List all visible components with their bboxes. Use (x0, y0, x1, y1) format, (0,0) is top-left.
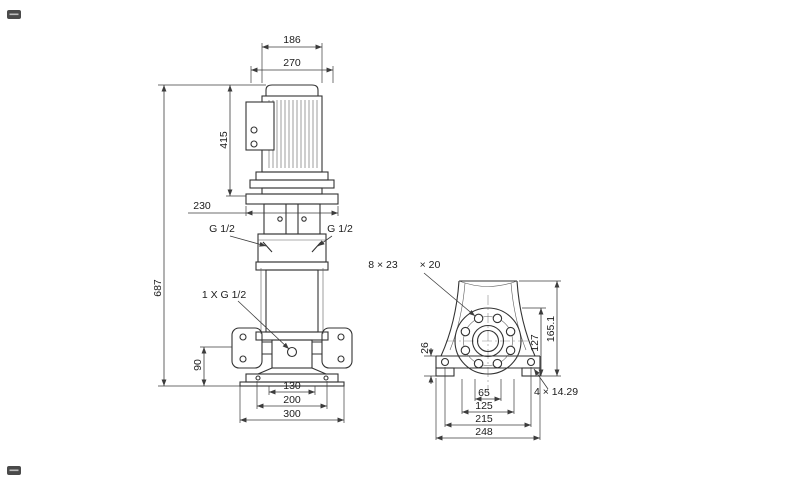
logo-mark-top (7, 10, 21, 19)
dim-motor-height: 415 (218, 131, 230, 149)
base-view: 8 × 23 × 20 26 127 165.1 65 125 215 248 … (368, 259, 578, 441)
flange-face (454, 307, 522, 375)
pump-head (257, 233, 327, 263)
bolt-circle (463, 316, 513, 366)
front-extension-lines (158, 43, 345, 423)
base-hole-right (526, 357, 536, 367)
base-hole-left (440, 357, 450, 367)
pump-base (239, 367, 345, 387)
dim-base-300: 300 (283, 408, 301, 420)
gauge-port-left (262, 241, 273, 253)
drain-port-label: 1 X G 1/2 (202, 289, 247, 301)
suction-flange (231, 327, 263, 369)
discharge-flange (321, 327, 353, 369)
dim-total-height: 687 (152, 279, 164, 297)
motor (245, 84, 335, 195)
dim-port-height: 90 (192, 359, 204, 371)
dim-head-width: 230 (193, 200, 211, 212)
front-view: 186 270 415 687 230 G 1/2 G 1/2 1 X G 1/… (152, 34, 353, 423)
dim-base-200: 200 (283, 394, 301, 406)
bell-housing (440, 280, 536, 357)
port-label-right: G 1/2 (327, 223, 353, 235)
staybolts (260, 268, 324, 334)
front-leader-lines (229, 235, 333, 350)
motor-neck (261, 187, 323, 195)
flange-bolt-holes (460, 313, 516, 369)
base-holes-note: 4 × 14.29 (534, 386, 578, 398)
port-section (231, 327, 353, 369)
gauge-port-right (311, 241, 322, 253)
flange-holes-note-a: 8 × 23 (368, 259, 398, 271)
motor-endshield (255, 171, 329, 181)
logo-mark-bottom (7, 466, 21, 475)
dim-base-130: 130 (283, 380, 301, 392)
dim-motor-overall-width: 270 (283, 57, 301, 69)
dim-base-65: 65 (478, 387, 490, 399)
side-leader-lines (423, 272, 549, 390)
dim-base-step-height: 26 (419, 342, 431, 354)
motor-stool-plate (245, 193, 339, 205)
side-dimension-lines (428, 281, 560, 441)
dim-base-248: 248 (475, 426, 493, 438)
dim-opening-height: 165.1 (545, 316, 557, 342)
front-dimension-lines (161, 44, 344, 423)
flange-holes-note-b: × 20 (420, 259, 441, 271)
dim-base-215: 215 (475, 413, 493, 425)
dim-flange-top-height: 127 (529, 334, 541, 352)
port-label-left: G 1/2 (209, 223, 235, 235)
motor-flange (249, 179, 335, 189)
motor-fins (268, 100, 318, 168)
coupling (263, 203, 321, 235)
terminal-box (245, 101, 275, 151)
dim-motor-width: 186 (283, 34, 301, 46)
dim-base-125: 125 (475, 400, 493, 412)
drain-port (286, 346, 298, 358)
